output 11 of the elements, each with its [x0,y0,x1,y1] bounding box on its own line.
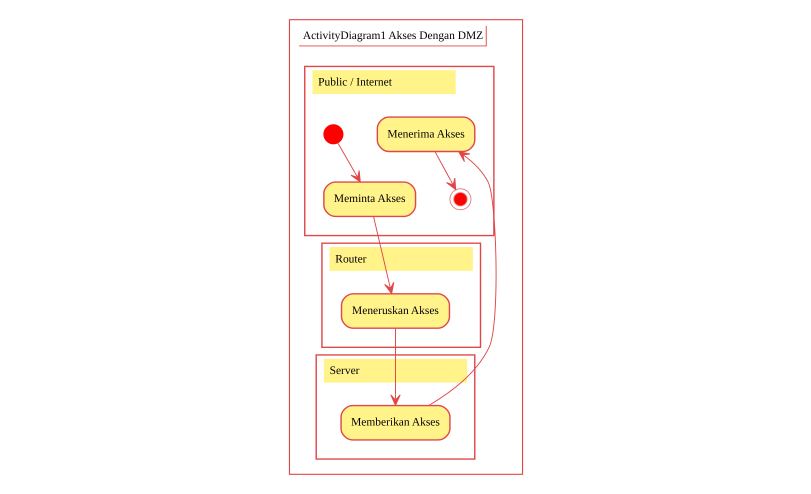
node-box: Menerima Akses [376,116,475,152]
node-box: Meminta Akses [322,181,416,218]
node-circle [322,124,343,144]
arrow [372,216,394,294]
arrow [428,151,496,406]
arrow [390,328,400,406]
node-circle [448,188,471,210]
node-box: Meneruskan Akses [340,293,450,329]
arrow [434,151,456,190]
node-box: Memberikan Akses [340,404,450,441]
arrow [336,142,360,182]
